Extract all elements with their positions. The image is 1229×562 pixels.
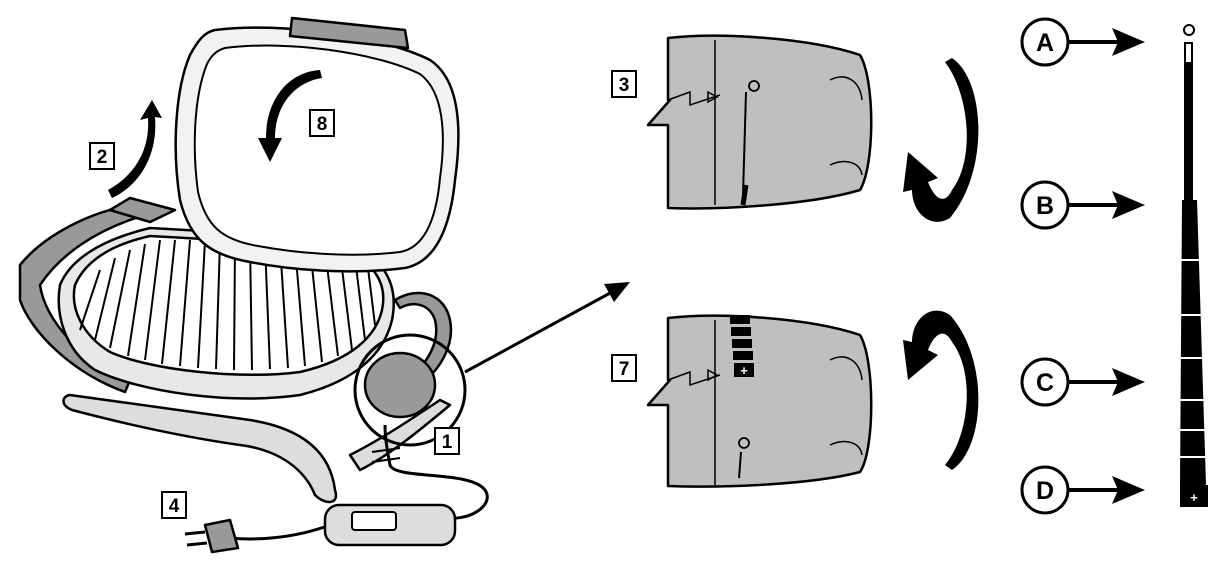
grill-lid-inner bbox=[193, 44, 444, 256]
scale-pointer-c: C bbox=[1020, 357, 1145, 407]
svg-text:8: 8 bbox=[317, 114, 328, 135]
svg-text:1: 1 bbox=[442, 432, 453, 453]
knob-off-mark-max-panel bbox=[738, 437, 750, 449]
grill-hinge bbox=[108, 196, 177, 224]
power-cord-lower bbox=[229, 523, 331, 541]
step-label-8: 8 bbox=[309, 109, 335, 137]
heat-scale-wedge bbox=[1180, 200, 1206, 485]
grill-callout-circle bbox=[353, 333, 467, 447]
knob-off-mark bbox=[748, 80, 760, 92]
grill-side-handle-left bbox=[18, 203, 147, 394]
scale-pointer-b: B bbox=[1020, 180, 1145, 230]
step-label-7: 7 bbox=[611, 354, 637, 382]
step-label-2: 2 bbox=[89, 142, 115, 170]
curved-up-arrow-icon bbox=[108, 100, 162, 198]
svg-text:D: D bbox=[1036, 477, 1054, 505]
cord-controller-switch bbox=[351, 511, 397, 531]
grill-control-knob bbox=[363, 351, 437, 419]
knob-heat-bars bbox=[730, 315, 754, 377]
grill-lid-handle bbox=[288, 16, 410, 50]
knob-panel-max: + bbox=[646, 314, 873, 488]
heat-scale: + bbox=[1180, 24, 1208, 507]
power-plug bbox=[203, 518, 240, 554]
scale-pointer-a: A bbox=[1020, 17, 1145, 67]
cord-break-mark bbox=[371, 447, 401, 463]
pointer-arrow-icon bbox=[464, 282, 630, 374]
grill-base-leg-left bbox=[62, 393, 338, 504]
svg-text:7: 7 bbox=[619, 359, 630, 380]
heat-scale-max-mark: + bbox=[1190, 490, 1198, 505]
grill-illustration bbox=[18, 16, 489, 554]
step-label-3: 3 bbox=[611, 70, 637, 98]
knob-panel-off bbox=[646, 34, 873, 210]
heat-scale-off-mark bbox=[1183, 24, 1195, 36]
rotate-counterclockwise-icon bbox=[903, 310, 979, 470]
knob-max-mark: + bbox=[740, 363, 748, 378]
step-label-1: 1 bbox=[434, 427, 460, 455]
scale-pointer-d: D bbox=[1020, 465, 1145, 515]
svg-text:A: A bbox=[1036, 29, 1054, 57]
svg-text:B: B bbox=[1036, 192, 1054, 220]
power-plug-prongs bbox=[184, 530, 208, 547]
svg-text:3: 3 bbox=[619, 75, 630, 96]
svg-text:2: 2 bbox=[97, 147, 108, 168]
curved-down-arrow-icon bbox=[258, 70, 322, 162]
step-label-4: 4 bbox=[161, 491, 187, 519]
rotate-clockwise-icon bbox=[903, 58, 979, 222]
svg-text:4: 4 bbox=[169, 496, 180, 517]
svg-text:C: C bbox=[1036, 369, 1054, 397]
